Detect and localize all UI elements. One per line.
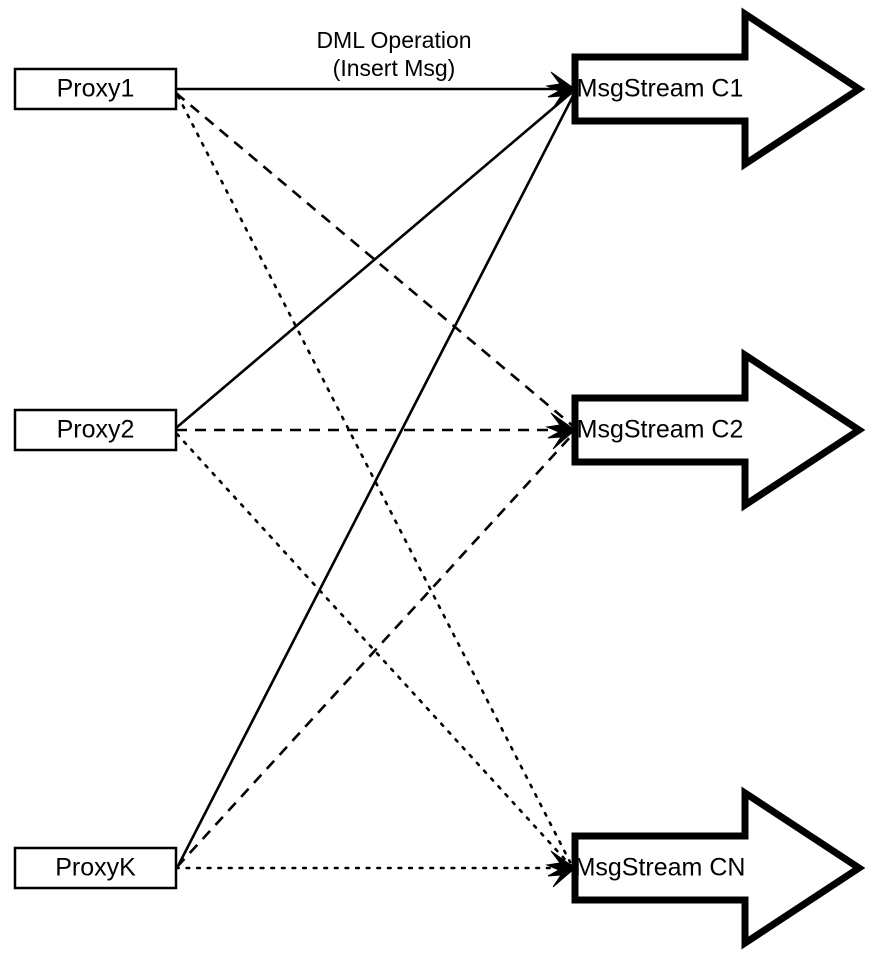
connector-line-dashed [176,433,574,868]
dml-operation-edge-label: DML Operation (Insert Msg) [316,27,471,81]
arrowhead-glyph [545,412,576,450]
proxy-label: Proxy2 [57,416,135,444]
arrowhead-cluster-head-c1 [545,71,576,109]
edge-label-line-1: DML Operation [316,27,471,53]
connector-proxy1-to-c2 [175,92,574,427]
proxy-box-outline [13,408,178,452]
msgstream-label: MsgStream C2 [577,416,744,444]
msgstream-label: MsgStream C1 [577,75,744,103]
connector-proxyK-to-c2 [176,433,574,868]
connector-edges-layer [174,87,575,870]
arrowhead-cluster-head-cn [545,850,576,888]
connector-line-dotted [175,432,573,868]
connector-proxy2-to-c1 [175,92,572,429]
msgstream-node-stream_c2[interactable]: MsgStream C2 [571,348,866,512]
connector-proxyK-to-c1 [176,95,575,867]
connector-proxy2-to-cn [175,432,573,868]
msgstream-label: MsgStream CN [575,854,746,882]
proxy-node-proxy1[interactable]: Proxy1 [13,67,178,111]
msgstream-arrow-outline [571,7,866,171]
arrowhead-cluster-head-c2 [545,412,576,450]
arrowheads-layer [545,71,576,888]
arrowhead-glyph [545,71,576,109]
proxy-label: Proxy1 [57,75,135,103]
proxy-box-outline [13,846,178,890]
proxy-node-proxy2[interactable]: Proxy2 [13,408,178,452]
msgstream-arrow-outline [571,348,866,512]
edge-label-line-2: (Insert Msg) [333,55,456,81]
connector-line-solid [175,92,572,429]
msgstream-node-stream_cn[interactable]: MsgStream CN [571,786,866,950]
connector-line-dashed [175,92,574,427]
proxy-node-proxyK[interactable]: ProxyK [13,846,178,890]
proxy-box-outline [13,67,178,111]
msgstream-nodes-layer: MsgStream C1 MsgStream C2 MsgStream CN [571,7,866,950]
arrowhead-glyph [545,850,576,888]
proxy-label: ProxyK [55,854,136,882]
connector-line-dotted [176,94,572,864]
connector-line-solid [176,95,575,867]
msgstream-node-stream_c1[interactable]: MsgStream C1 [571,7,866,171]
msgstream-arrow-outline [571,786,866,950]
connector-proxy1-to-cn [176,94,572,864]
